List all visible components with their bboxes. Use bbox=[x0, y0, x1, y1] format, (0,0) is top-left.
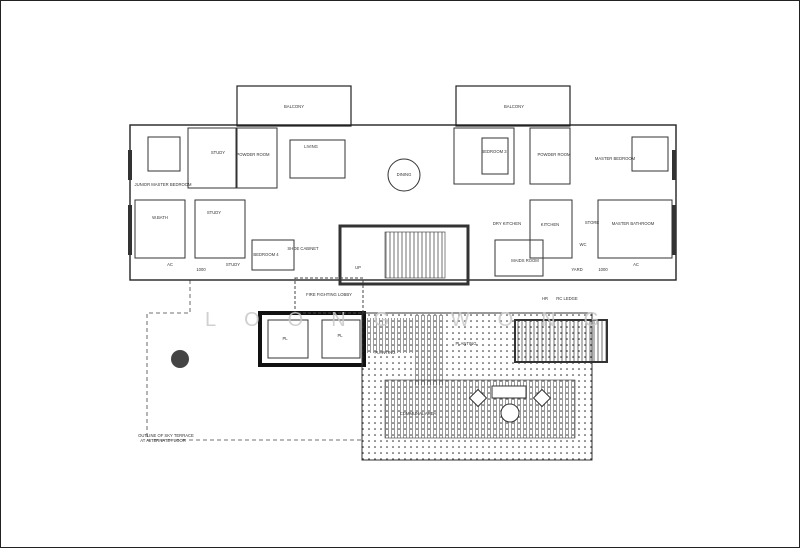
terrace-chair bbox=[468, 388, 488, 408]
label-wbath: W.BATH bbox=[152, 215, 168, 220]
balcony-right bbox=[455, 85, 571, 127]
balcony-left bbox=[236, 85, 352, 127]
deck-strip bbox=[365, 318, 415, 353]
label-balcony-left: BALCONY bbox=[284, 104, 304, 109]
label-ac-right: AC bbox=[633, 262, 639, 267]
label-master-bedroom: MASTER BEDROOM bbox=[595, 156, 636, 161]
communal-deck bbox=[384, 379, 576, 439]
deck-strip bbox=[415, 315, 445, 385]
label-dining: DINING bbox=[397, 172, 412, 177]
label-hr: HR bbox=[542, 296, 548, 301]
label-balcony-right: BALCONY bbox=[504, 104, 524, 109]
label-sky-terrace-2: AT ALTERNATE FLOOR bbox=[140, 438, 186, 443]
label-master-bathroom: MASTER BATHROOM bbox=[612, 221, 655, 226]
label-powder-room-left: POWDER ROOM bbox=[236, 152, 270, 157]
window-wall bbox=[128, 150, 132, 180]
label-pl-1: PL bbox=[282, 336, 288, 341]
label-dim-right: 1000 bbox=[598, 267, 608, 272]
label-rc-ledge: RC LEDGE bbox=[556, 296, 578, 301]
label-ac-left: AC bbox=[167, 262, 173, 267]
label-dim-left: 1000 bbox=[196, 267, 206, 272]
label-communal-area: COMMUNAL AREA bbox=[400, 411, 437, 416]
label-planting-2: PLANTING bbox=[456, 341, 477, 346]
label-study-bottom: STUDY bbox=[226, 262, 240, 267]
label-sky-terrace-1: OUTLINE OF SKY TERRACE bbox=[138, 433, 194, 438]
label-powder-room-right: POWDER ROOM bbox=[537, 152, 571, 157]
label-junior-master-bedroom: JUNIOR MASTER BEDROOM bbox=[135, 182, 193, 187]
lift-1 bbox=[267, 319, 309, 359]
dining-table bbox=[387, 158, 421, 192]
label-fire-fighting-lobby: FIRE FIGHTING LOBBY bbox=[306, 292, 352, 297]
label-living: LIVING bbox=[304, 144, 318, 149]
label-study-mid: STUDY bbox=[207, 210, 221, 215]
label-yard: YARD bbox=[571, 267, 582, 272]
label-bedroom-4: BEDROOM 4 bbox=[253, 252, 279, 257]
label-store: STORE bbox=[585, 220, 600, 225]
label-study-top: STUDY bbox=[211, 150, 225, 155]
lift-2 bbox=[321, 319, 361, 359]
apartment-outline bbox=[129, 124, 677, 281]
watermark: LOONG WONG bbox=[205, 309, 627, 331]
stair-right bbox=[514, 319, 608, 363]
label-pl-2: PL bbox=[337, 333, 343, 338]
label-bedroom-3: BEDROOM 3 bbox=[481, 149, 507, 154]
stair-steps bbox=[384, 231, 446, 279]
terrace-chair bbox=[532, 388, 552, 408]
label-kitchen: KITCHEN bbox=[541, 222, 559, 227]
label-wc: WC bbox=[580, 242, 587, 247]
label-planting-1: PLANTING bbox=[375, 350, 396, 355]
interior-walls bbox=[134, 127, 673, 277]
label-dry-kitchen: DRY KITCHEN bbox=[493, 221, 521, 226]
window-wall bbox=[672, 150, 676, 180]
column-dot bbox=[171, 350, 189, 368]
label-shoe-cabinet: SHOE CABINET bbox=[287, 246, 319, 251]
terrace-sofa bbox=[491, 385, 527, 399]
fire-fighting-lobby bbox=[294, 277, 364, 314]
sky-terrace-outline bbox=[146, 280, 362, 441]
stair-core bbox=[338, 224, 470, 286]
label-maids-room: MAIDS ROOM bbox=[511, 258, 539, 263]
terrace-table bbox=[500, 403, 520, 423]
window-wall bbox=[128, 205, 132, 255]
window-wall bbox=[672, 205, 676, 255]
label-up: UP bbox=[355, 265, 361, 270]
